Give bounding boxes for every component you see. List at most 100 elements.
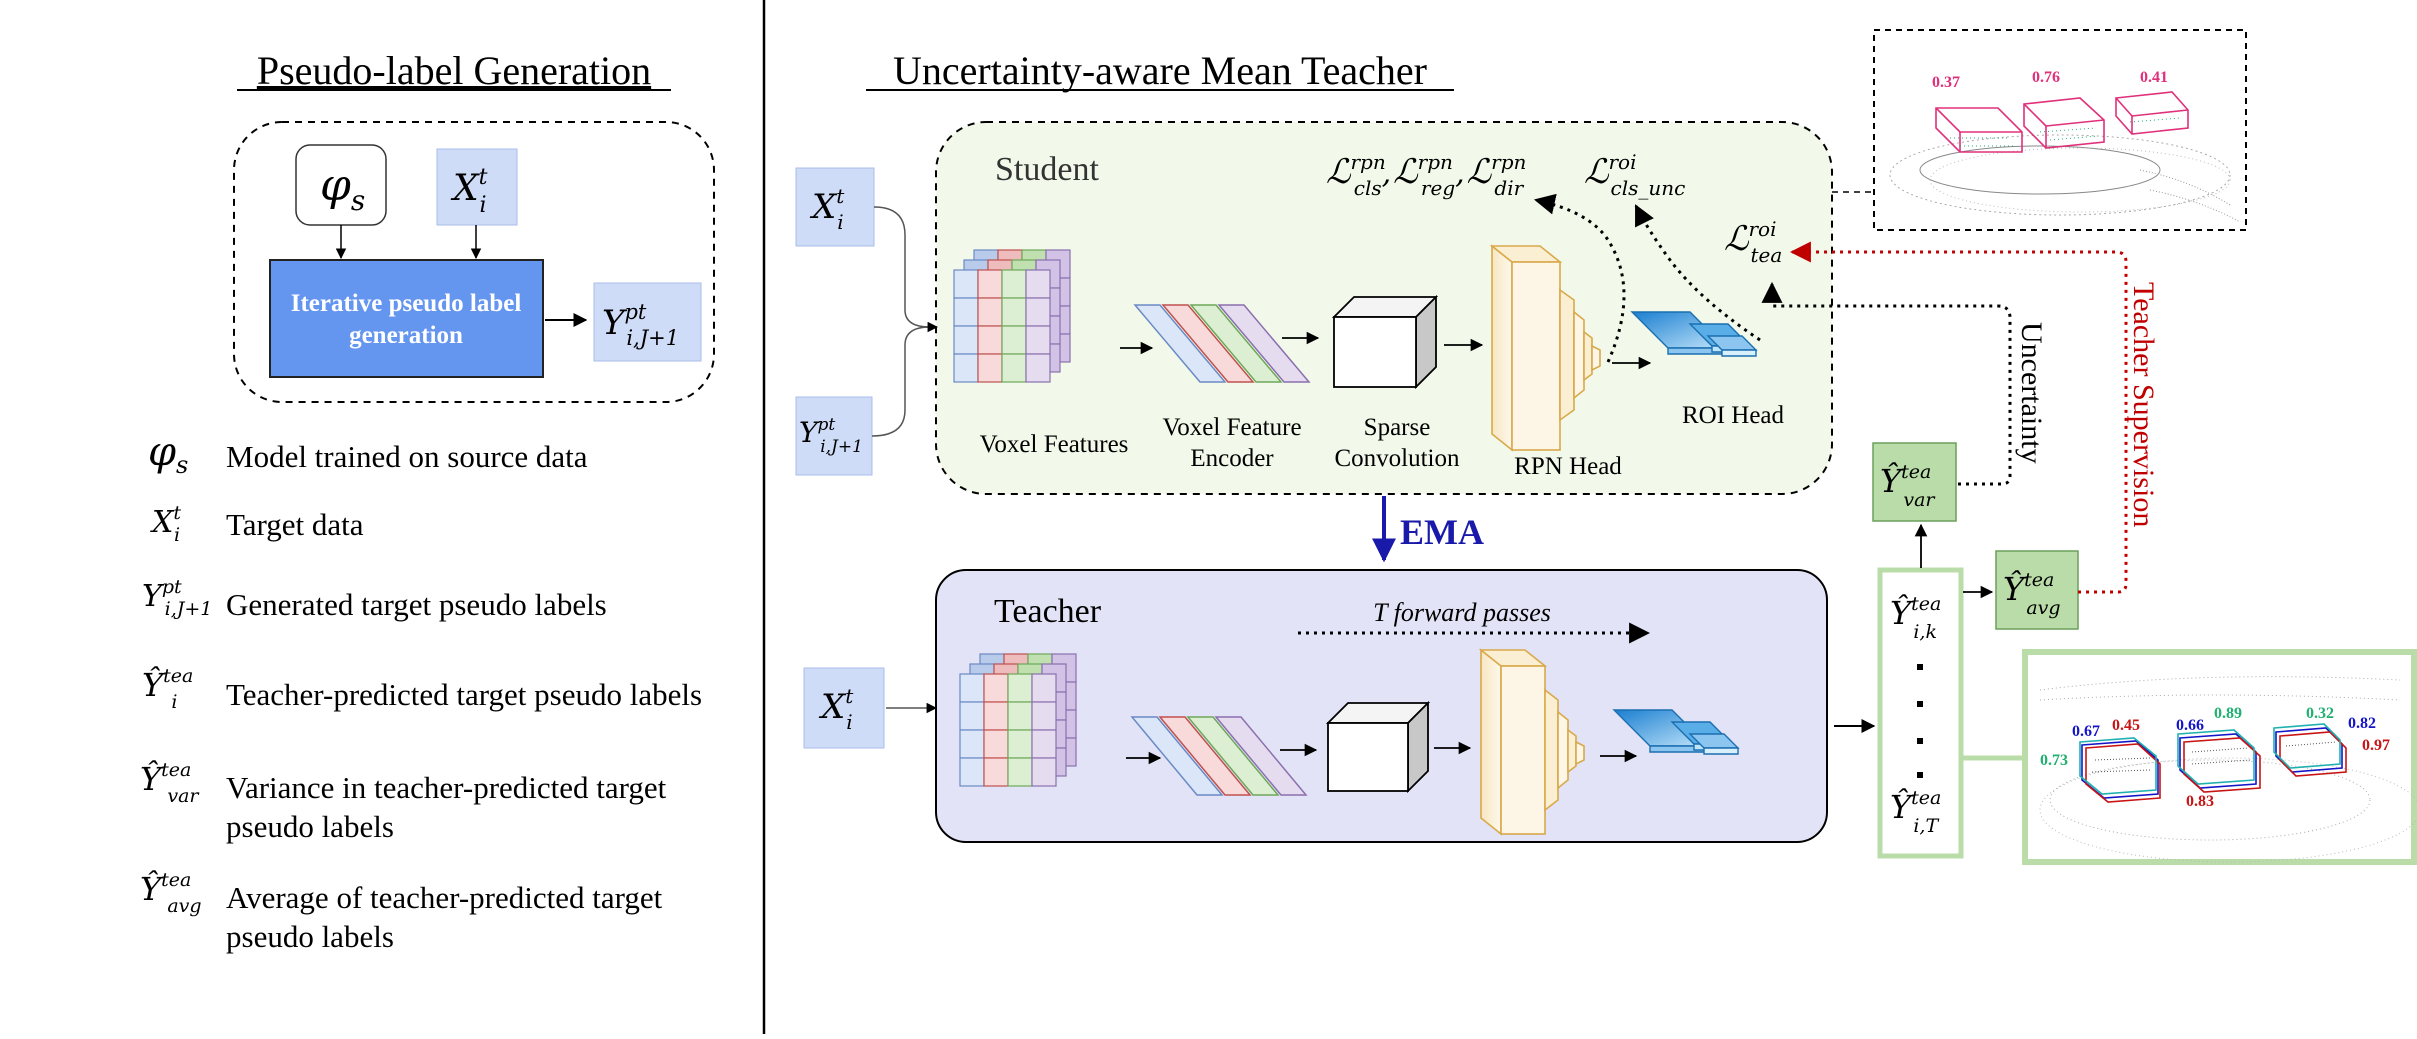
student-voxel-cell (1001, 297, 1027, 327)
prediction-ellipsis (1917, 664, 1923, 778)
teacher-input-x-box (803, 667, 885, 749)
sparse-label-line1: Sparse (1364, 414, 1431, 441)
teacher-voxel-features (959, 653, 1077, 787)
teacher-vfe-slabs (1130, 716, 1308, 796)
student-x-connector (873, 206, 931, 328)
teacher-roi-head (1612, 709, 1740, 755)
teacher-label: Teacher (994, 593, 1102, 630)
student-y-connector (871, 326, 931, 437)
top-score-1: 0.37 (1932, 74, 1960, 91)
student-label: Student (995, 151, 1099, 188)
teacher-voxel-cell (1031, 757, 1057, 787)
left-panel-title: Pseudo-label Generation (257, 48, 651, 93)
student-voxel-cell (953, 353, 979, 383)
teacher-voxel-cell (1007, 757, 1033, 787)
student-voxel-cell (1025, 269, 1051, 299)
teacher-voxel-cell (1007, 729, 1033, 759)
teacher-voxel-cell (959, 701, 985, 731)
teacher-voxel-cell (1031, 701, 1057, 731)
student-voxel-cell (953, 297, 979, 327)
teacher-supervision-label: Teacher Supervision (2127, 282, 2160, 527)
teacher-supervision-path (1802, 250, 2128, 594)
student-voxel-cell (1025, 297, 1051, 327)
teacher-voxel-cell (959, 673, 985, 703)
x-target-box (436, 148, 518, 226)
bottom-score-green-3: 0.32 (2306, 705, 2334, 722)
top-pointcloud-image: 0.37 0.76 0.41 (1873, 29, 2247, 231)
predictions-column (1877, 567, 1964, 859)
teacher-voxel-cell (983, 701, 1009, 731)
student-roi-head (1630, 311, 1758, 357)
student-voxel-cell (1025, 353, 1051, 383)
yhat-var-box (1872, 442, 1957, 522)
roi-head-label: ROI Head (1682, 402, 1785, 429)
student-voxel-cell (977, 325, 1003, 355)
student-voxel-cell (1001, 269, 1027, 299)
legend-desc-avg-line2: pseudo labels (226, 919, 394, 954)
bottom-score-blue-2: 0.66 (2176, 717, 2204, 734)
legend-desc-phi: Model trained on source data (226, 439, 588, 474)
teacher-voxel-cell (1007, 673, 1033, 703)
legend-desc-avg-line1: Average of teacher-predicted target (226, 880, 663, 915)
sparse-label-line2: Convolution (1334, 445, 1460, 472)
uncertainty-label: Uncertainty (2015, 322, 2048, 464)
iterative-generator-box (269, 259, 544, 378)
legend-desc-var-line2: pseudo labels (226, 809, 394, 844)
y-pt-box (593, 282, 702, 362)
vfe-label-line2: Encoder (1190, 445, 1274, 472)
bottom-score-blue-1: 0.67 (2072, 723, 2100, 740)
student-input-ypt-box (795, 396, 873, 476)
bottom-pointcloud-image: 0.67 0.66 0.82 0.73 0.89 0.32 0.45 0.83 … (2022, 649, 2417, 865)
yhat-avg-box (1995, 550, 2079, 630)
student-voxel-cell (1025, 325, 1051, 355)
student-vfe-slabs (1133, 304, 1311, 383)
teacher-voxel-cell (1031, 673, 1057, 703)
bottom-score-red-1: 0.45 (2112, 717, 2140, 734)
legend-desc-yhat-i: Teacher-predicted target pseudo labels (226, 677, 702, 712)
roi-to-loss-arrow (1634, 204, 1761, 342)
top-score-3: 0.41 (2140, 69, 2168, 86)
student-voxel-cell (953, 269, 979, 299)
student-voxel-cell (1001, 353, 1027, 383)
teacher-voxel-cell (983, 673, 1009, 703)
top-score-2: 0.76 (2032, 69, 2060, 86)
ema-label: EMA (1400, 512, 1484, 552)
student-voxel-cell (953, 325, 979, 355)
bottom-score-green-1: 0.73 (2040, 752, 2068, 769)
generator-label-line2: generation (349, 322, 463, 349)
right-panel-title: Uncertainty-aware Mean Teacher (893, 48, 1427, 93)
teacher-sparse-cube (1325, 700, 1431, 794)
teacher-voxel-cell (1007, 701, 1033, 731)
teacher-voxel-cell (959, 757, 985, 787)
legend-desc-ypt: Generated target pseudo labels (226, 587, 607, 622)
teacher-voxel-cell (1031, 729, 1057, 759)
bottom-score-green-2: 0.89 (2214, 705, 2242, 722)
student-input-x-box (795, 167, 875, 247)
pseudo-label-gen-box (233, 121, 715, 403)
student-voxel-cell (977, 297, 1003, 327)
rpn-head-label: RPN Head (1514, 453, 1622, 480)
teacher-voxel-cell (959, 729, 985, 759)
phi-s-symbol: φs (320, 160, 365, 217)
student-voxel-cell (977, 353, 1003, 383)
student-voxel-cell (1001, 325, 1027, 355)
legend-desc-var-line1: Variance in teacher-predicted target (226, 770, 667, 805)
bottom-score-blue-3: 0.82 (2348, 715, 2376, 732)
